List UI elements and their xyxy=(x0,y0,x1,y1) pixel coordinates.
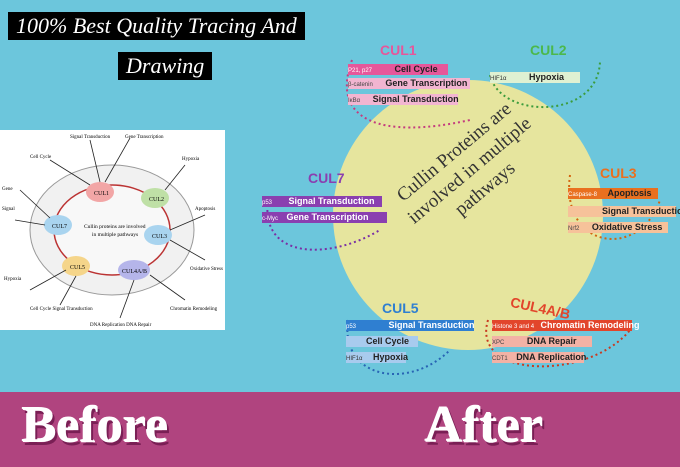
cul3-bar-2: Signal Transduction xyxy=(568,206,680,217)
node-cul4 xyxy=(118,260,150,280)
svg-text:Oxidative Stress: Oxidative Stress xyxy=(190,267,223,272)
title-line-1: 100% Best Quality Tracing And xyxy=(8,12,305,40)
cul7-bar-2: c-Myc Gene Transcription xyxy=(262,212,387,223)
cul1-bar-3: IκBα Signal Transduction xyxy=(348,94,459,105)
cul3-title: CUL3 xyxy=(600,165,637,181)
svg-text:DNA Replication DNA Repair: DNA Replication DNA Repair xyxy=(90,323,152,328)
node-cul3-label: CUL3 xyxy=(152,234,167,240)
svg-text:Cullin proteins are involved: Cullin proteins are involved xyxy=(84,224,146,230)
cul1-bar-2: β-catenin Gene Transcription xyxy=(348,78,470,89)
node-cul3 xyxy=(144,225,172,245)
svg-text:Hypoxia: Hypoxia xyxy=(4,277,22,282)
node-cul7-label: CUL7 xyxy=(52,224,67,230)
cul7-bar-1: p53 Signal Transduction xyxy=(262,196,382,207)
cul5-title: CUL5 xyxy=(382,300,419,316)
bottom-band xyxy=(0,392,680,467)
before-label: Before xyxy=(22,397,169,454)
svg-text:Apoptosis: Apoptosis xyxy=(195,207,215,212)
node-cul1 xyxy=(86,182,114,202)
cul5-bar-3: HIF1α Hypoxia xyxy=(346,352,409,363)
cul5-bar-2: Cell Cycle xyxy=(346,336,418,347)
title-line-2: Drawing xyxy=(118,52,213,80)
cul3-bar-1: Caspase-8 Apoptosis xyxy=(568,188,658,199)
svg-text:Chromatin Remodeling: Chromatin Remodeling xyxy=(170,307,218,312)
before-diagram-panel: CUL1 CUL2 CUL3 CUL4A/B CUL5 CUL7 Cullin … xyxy=(0,130,225,330)
svg-text:Signal Transduction: Signal Transduction xyxy=(70,135,111,140)
node-cul7 xyxy=(44,215,72,235)
node-cul1-label: CUL1 xyxy=(94,191,109,197)
svg-text:Gene Transcription: Gene Transcription xyxy=(125,135,164,140)
cul4ab-bar-3: CDT1 DNA Replication xyxy=(492,352,587,363)
cul1-bar-1: P21, p27 Cell Cycle xyxy=(348,64,448,75)
svg-text:in multiple pathways: in multiple pathways xyxy=(92,232,138,238)
svg-text:Hypoxia: Hypoxia xyxy=(182,157,200,162)
svg-text:Gene: Gene xyxy=(2,187,13,192)
svg-text:Cell Cycle: Cell Cycle xyxy=(30,155,52,160)
cul3-bar-3: Nrf2 Oxidative Stress xyxy=(568,222,668,233)
cul4ab-bar-1: Histone 3 and 4 Chromatin Remodeling xyxy=(492,320,640,331)
after-label: After xyxy=(425,397,544,454)
node-cul5-label: CUL5 xyxy=(70,265,85,271)
node-cul2-label: CUL2 xyxy=(149,197,164,203)
cul5-bar-1: p53 Signal Transduction xyxy=(346,320,475,331)
center-circle xyxy=(333,80,603,350)
svg-text:Signal: Signal xyxy=(2,207,15,212)
svg-text:Cell Cycle Signal Transduction: Cell Cycle Signal Transduction xyxy=(30,307,93,312)
node-cul5 xyxy=(62,256,90,276)
node-cul2 xyxy=(141,188,169,208)
cul4ab-bar-2: XPC DNA Repair xyxy=(492,336,592,347)
cul1-title: CUL1 xyxy=(380,42,417,58)
cul2-bar-1: HIF1α Hypoxia xyxy=(490,72,580,83)
node-cul4-label: CUL4A/B xyxy=(122,269,147,275)
cul7-title: CUL7 xyxy=(308,170,345,186)
cul2-title: CUL2 xyxy=(530,42,567,58)
before-diagram: CUL1 CUL2 CUL3 CUL4A/B CUL5 CUL7 Cullin … xyxy=(2,135,223,328)
